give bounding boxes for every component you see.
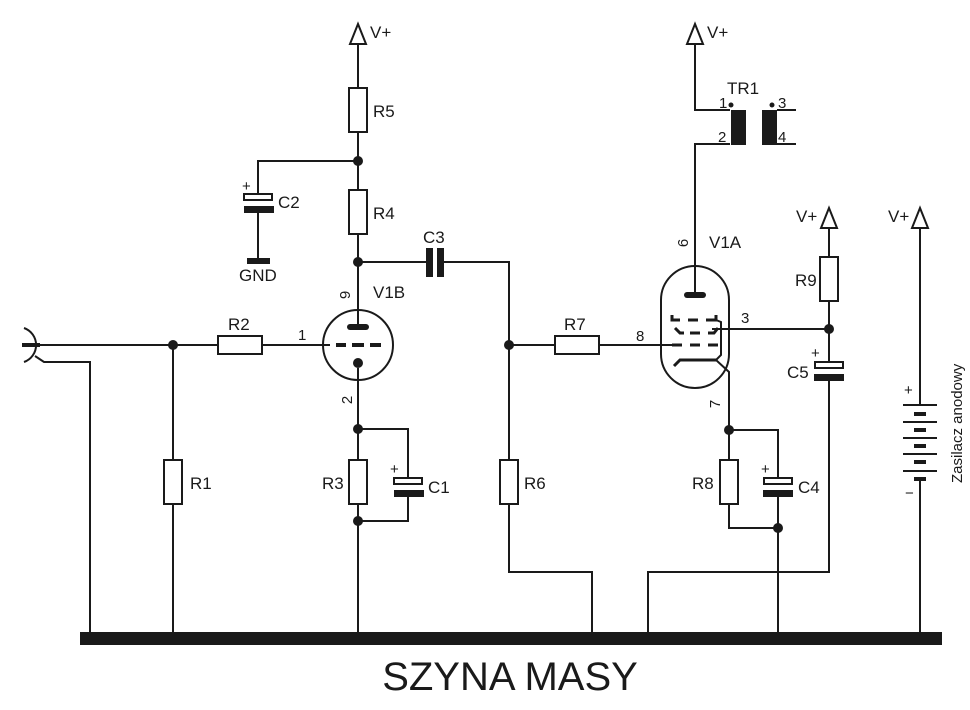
supply-arrow-icon — [910, 205, 930, 229]
c1-plus: + — [390, 461, 399, 478]
resistor-r9[interactable] — [819, 256, 839, 302]
capacitor-c2[interactable] — [243, 193, 273, 201]
c2-label: C2 — [278, 193, 300, 212]
resistor-r3[interactable] — [348, 459, 368, 505]
v1b-pin1-label: 1 — [298, 327, 306, 344]
c2-plus: + — [242, 178, 251, 195]
resistor-r1[interactable] — [163, 459, 183, 505]
r4-label: R4 — [373, 204, 395, 223]
capacitor-c1[interactable] — [393, 477, 423, 485]
v-plus-label: V+ — [707, 23, 728, 42]
c3-label: C3 — [423, 228, 445, 247]
junction — [773, 523, 783, 533]
resistor-r5[interactable] — [348, 87, 368, 133]
v1b-label: V1B — [373, 283, 405, 302]
power-supply-label: Zasilacz anodowy — [949, 363, 966, 483]
capacitor-c4[interactable] — [763, 477, 793, 485]
supply-arrow-icon — [348, 21, 368, 45]
ground-bus — [80, 632, 942, 645]
input-jack[interactable] — [22, 327, 91, 632]
resistor-r6[interactable] — [499, 459, 519, 505]
v-plus-label: V+ — [888, 207, 909, 226]
capacitor-c5[interactable] — [814, 361, 844, 369]
c4-label: C4 — [798, 478, 820, 497]
r9-label: R9 — [795, 271, 817, 290]
r6-label: R6 — [524, 474, 546, 493]
v1a-pin3-label: 3 — [741, 310, 749, 327]
v1b-pin9-label: 9 — [337, 291, 354, 299]
v-plus-label: V+ — [796, 207, 817, 226]
transformer-tr1[interactable] — [728, 102, 797, 146]
tr1-pin1: 1 — [719, 95, 727, 112]
v1a-pin7-label: 7 — [707, 400, 724, 408]
r3-label: R3 — [322, 474, 344, 493]
r2-label: R2 — [228, 315, 250, 334]
gnd-label: GND — [239, 266, 277, 285]
battery-power-supply[interactable] — [903, 404, 937, 481]
v-plus-label: V+ — [370, 23, 391, 42]
c4-plus: + — [761, 461, 770, 478]
resistor-r8[interactable] — [719, 459, 739, 505]
tr1-label: TR1 — [727, 79, 759, 98]
battery-minus: − — [905, 485, 914, 502]
tr1-pin3: 3 — [778, 95, 786, 112]
r1-label: R1 — [190, 474, 212, 493]
resistor-r7[interactable] — [554, 335, 600, 355]
r8-label: R8 — [692, 474, 714, 493]
v1a-label: V1A — [709, 233, 742, 252]
supply-arrow-icon — [819, 205, 839, 229]
resistor-r4[interactable] — [348, 189, 368, 235]
r5-label: R5 — [373, 102, 395, 121]
c5-plus: + — [811, 345, 820, 362]
v1a-pin8-label: 8 — [636, 328, 644, 345]
v1a-pin6-label: 6 — [675, 239, 692, 247]
v1b-pin2-label: 2 — [339, 396, 356, 404]
tube-v1a[interactable] — [660, 265, 730, 430]
r7-label: R7 — [564, 315, 586, 334]
resistor-r2[interactable] — [217, 335, 263, 355]
tr1-pin4: 4 — [778, 129, 786, 146]
c1-label: C1 — [428, 478, 450, 497]
tr1-pin2: 2 — [718, 129, 726, 146]
supply-arrow-icon — [685, 21, 705, 45]
capacitor-c3[interactable] — [426, 248, 433, 277]
c5-label: C5 — [787, 363, 809, 382]
ground-symbol — [247, 258, 270, 264]
ground-bus-label: SZYNA MASY — [382, 655, 638, 699]
battery-plus: + — [904, 382, 913, 399]
